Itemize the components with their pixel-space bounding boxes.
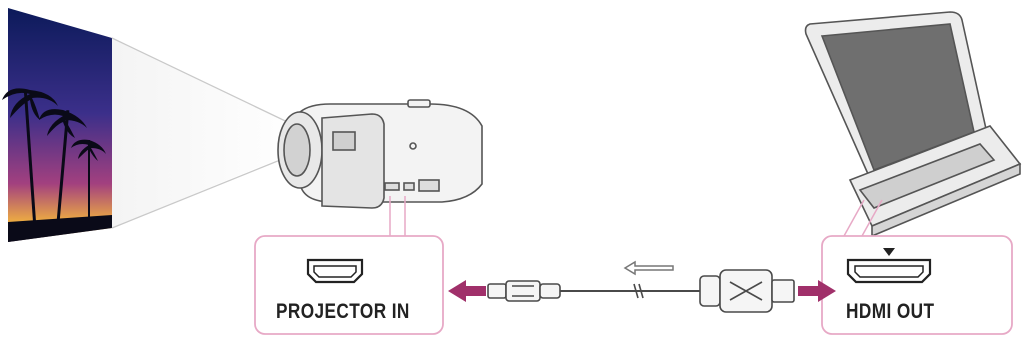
projection-beam [112, 38, 300, 228]
projected-image [2, 8, 112, 242]
hdmi-port-icon [308, 260, 362, 282]
signal-direction-arrow-icon [625, 262, 673, 274]
hdmi-out-label: HDMI OUT [846, 300, 934, 324]
connection-arrow-icon [448, 280, 486, 302]
projector-in-label: PROJECTOR IN [276, 300, 410, 324]
hdmi-cable [488, 270, 794, 312]
camcorder [278, 100, 482, 208]
laptop-computer [806, 12, 1021, 236]
